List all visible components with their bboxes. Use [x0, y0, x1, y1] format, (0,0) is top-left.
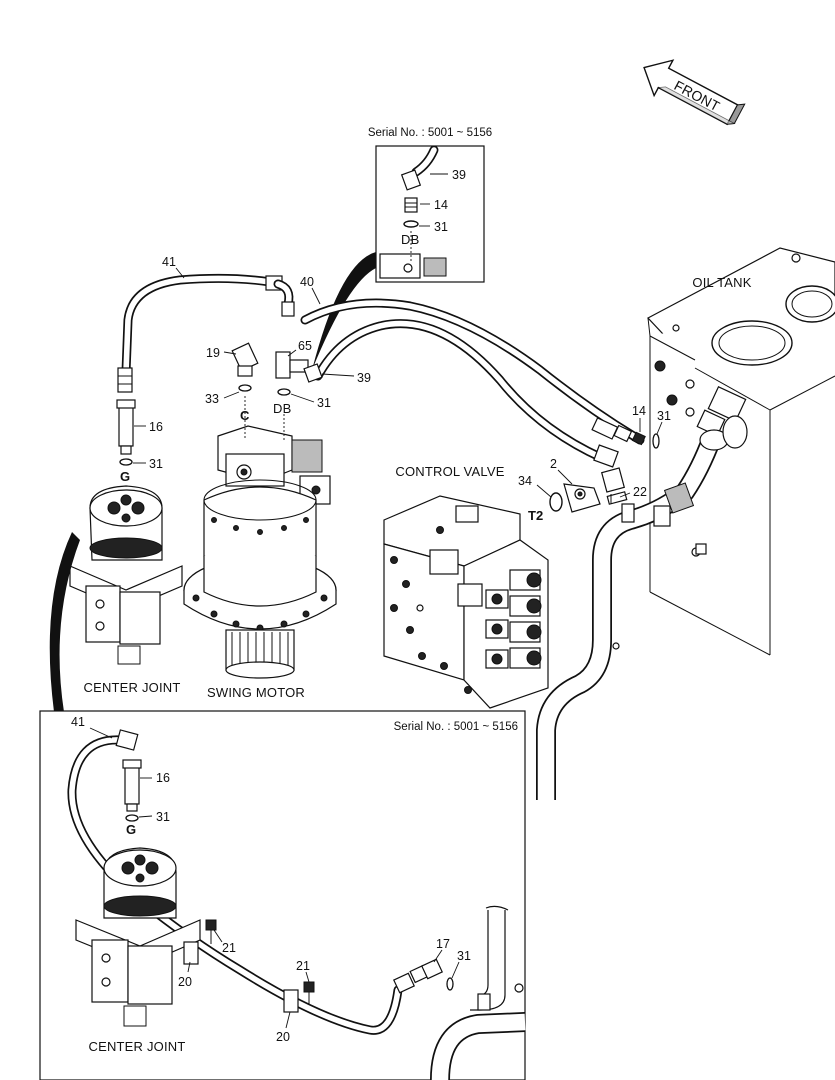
bottom-part-17: 17: [436, 937, 450, 951]
part-14: 14: [632, 404, 646, 418]
part-40: 40: [300, 275, 314, 289]
oil-tank-label: OIL TANK: [692, 275, 751, 290]
part-31-g: 31: [149, 457, 163, 471]
part-31-db: 31: [317, 396, 331, 410]
part-2: 2: [550, 457, 557, 471]
part-41: 41: [162, 255, 176, 269]
serial-note-bottom: Serial No. : 5001 ~ 5156: [394, 721, 518, 733]
bottom-part-21-a: 21: [222, 941, 236, 955]
serial-note-top: Serial No. : 5001 ~ 5156: [368, 127, 492, 139]
part-22: 22: [633, 485, 647, 499]
part-31-tank: 31: [657, 409, 671, 423]
drain-hoses: [300, 298, 660, 493]
swing-motor-label: SWING MOTOR: [207, 685, 305, 700]
bottom-part-31-b: 31: [457, 949, 471, 963]
port-c: C: [240, 408, 250, 423]
bottom-part-31: 31: [156, 810, 170, 824]
swing-motor-fittings: [231, 342, 323, 440]
inset-pointer-top: [312, 252, 376, 370]
bottom-part-21-b: 21: [296, 959, 310, 973]
part-19: 19: [206, 346, 220, 360]
center-joint-bottom-label: CENTER JOINT: [88, 1039, 185, 1054]
oil-tank: OIL TANK: [647, 247, 835, 656]
hose-41: [117, 273, 295, 393]
port-g-top: G: [120, 469, 130, 484]
part-33: 33: [205, 392, 219, 406]
inset-part-14: 14: [434, 198, 448, 212]
bottom-part-16: 16: [156, 771, 170, 785]
part-34: 34: [518, 474, 532, 488]
inset-part-39: 39: [452, 168, 466, 182]
part-39: 39: [357, 371, 371, 385]
serial-inset-bottom: Serial No. : 5001 ~ 5156: [39, 710, 526, 1080]
suction-pipe: [536, 415, 748, 800]
part-65: 65: [298, 339, 312, 353]
part-16: 16: [149, 420, 163, 434]
fitting-16-top: [116, 399, 136, 466]
serial-inset-top: Serial No. : 5001 ~ 5156 39 14 31 DB: [368, 127, 492, 283]
control-valve: CONTROL VALVE: [383, 464, 549, 709]
inset-port-db: DB: [401, 232, 419, 247]
control-valve-label: CONTROL VALVE: [395, 464, 504, 479]
bottom-part-41: 41: [71, 715, 85, 729]
inset-pointer-bottom: [49, 532, 80, 712]
t2-fittings: [549, 483, 628, 513]
front-arrow: FRONT: [643, 59, 746, 126]
bottom-part-20-a: 20: [178, 975, 192, 989]
port-g-bottom: G: [126, 822, 136, 837]
port-t2: T2: [528, 508, 543, 523]
inset-part-31: 31: [434, 220, 448, 234]
port-db-main: DB: [273, 401, 291, 416]
main-callouts: 41 40 19 65 39 33 C 31 DB 16 31 G 14 31 …: [120, 255, 671, 523]
bottom-part-20-b: 20: [276, 1030, 290, 1044]
center-joint-top-label: CENTER JOINT: [83, 680, 180, 695]
swing-motor: SWING MOTOR: [183, 425, 337, 700]
center-joint-top: CENTER JOINT: [69, 485, 183, 695]
